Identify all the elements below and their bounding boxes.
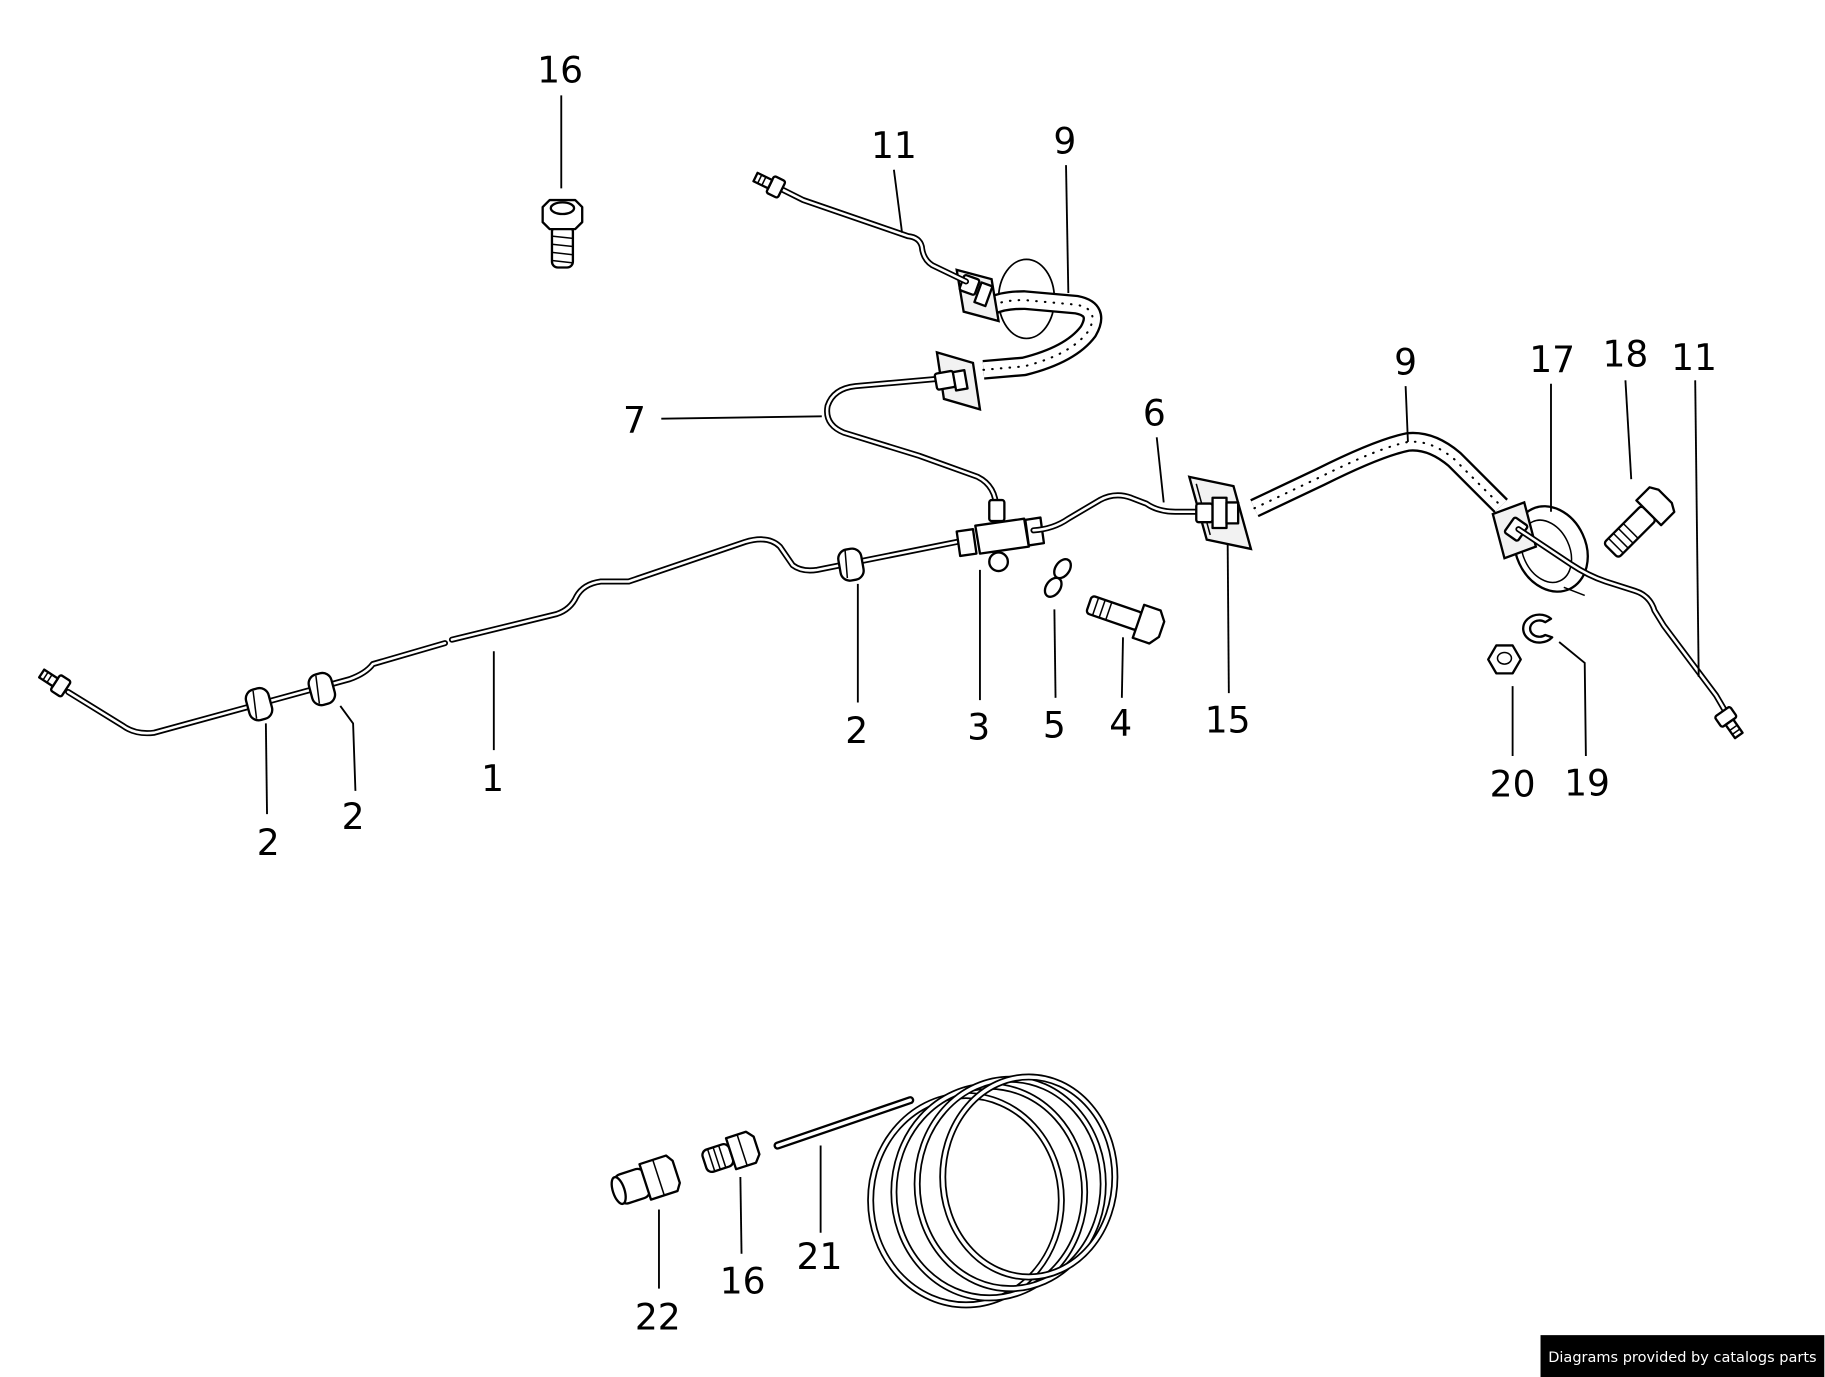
bolt-16-top bbox=[541, 198, 584, 269]
callout-4: 4 bbox=[1109, 703, 1132, 745]
callout-6: 6 bbox=[1143, 393, 1166, 435]
nut-20 bbox=[1487, 644, 1522, 675]
leader-15 bbox=[1226, 544, 1230, 694]
brake-hose-9-right bbox=[1254, 442, 1501, 509]
leader-18 bbox=[1624, 380, 1633, 480]
callout-5: 5 bbox=[1043, 704, 1066, 746]
leader-5 bbox=[1053, 609, 1057, 698]
callout-labels: 16 11 9 7 6 9 17 18 11 2 2 1 2 3 5 4 15 … bbox=[257, 50, 1717, 1339]
line-end-fitting-left bbox=[37, 668, 72, 698]
grommet-2-left bbox=[244, 686, 274, 722]
callout-3: 3 bbox=[967, 707, 990, 749]
callout-17: 17 bbox=[1529, 339, 1575, 381]
callout-9-right: 9 bbox=[1394, 341, 1417, 383]
bracket-upper-hose bbox=[933, 350, 982, 412]
leader-11-top bbox=[892, 169, 903, 233]
callout-16-bottom: 16 bbox=[720, 1260, 766, 1302]
callout-21: 21 bbox=[797, 1236, 843, 1278]
callout-2-second: 2 bbox=[342, 796, 365, 838]
callout-2-middle: 2 bbox=[845, 710, 868, 752]
clip-5 bbox=[1043, 558, 1072, 598]
watermark-text: Diagrams provided by catalogs parts bbox=[1548, 1350, 1816, 1366]
callout-1: 1 bbox=[481, 758, 504, 800]
leader-2-second bbox=[339, 705, 357, 791]
clip-19 bbox=[1522, 613, 1554, 644]
watermark-background bbox=[1540, 1335, 1825, 1377]
fitting-22 bbox=[610, 1154, 681, 1206]
leader-11-right bbox=[1694, 380, 1700, 677]
bolt-4 bbox=[1085, 595, 1166, 645]
leader-2-left bbox=[264, 723, 268, 815]
callout-18: 18 bbox=[1602, 333, 1648, 375]
leader-lines bbox=[264, 95, 1700, 1289]
callout-19: 19 bbox=[1564, 762, 1610, 804]
brake-line-6 bbox=[1033, 495, 1198, 530]
leader-16-bottom bbox=[739, 1176, 743, 1254]
leader-19 bbox=[1558, 641, 1587, 756]
callout-20: 20 bbox=[1490, 764, 1536, 806]
brake-line-1 bbox=[68, 539, 957, 733]
callout-7: 7 bbox=[623, 400, 646, 442]
leader-9-top bbox=[1065, 165, 1070, 294]
grommet-2-second bbox=[307, 671, 337, 707]
leader-6 bbox=[1155, 437, 1165, 503]
bolt-18 bbox=[1603, 486, 1676, 558]
line-end-fitting-right bbox=[1714, 706, 1744, 740]
watermark-badge: Diagrams provided by catalogs parts bbox=[1540, 1335, 1825, 1377]
tee-connector-3 bbox=[955, 498, 1046, 573]
fitting-16-bottom bbox=[701, 1130, 761, 1174]
leader-7 bbox=[661, 415, 822, 420]
leader-4 bbox=[1120, 637, 1124, 698]
grommet-2-middle bbox=[837, 547, 865, 582]
callout-2-left: 2 bbox=[257, 822, 280, 864]
pipe-coil-21 bbox=[867, 1073, 1119, 1309]
line-end-fitting-top bbox=[752, 171, 787, 199]
leader-9-right bbox=[1404, 386, 1409, 442]
callout-11-top: 11 bbox=[871, 125, 917, 167]
callout-9-top: 9 bbox=[1053, 121, 1076, 163]
callout-15: 15 bbox=[1205, 700, 1251, 742]
bracket-15 bbox=[1187, 475, 1253, 551]
callout-11-right: 11 bbox=[1671, 337, 1717, 379]
callout-16-top: 16 bbox=[537, 50, 583, 92]
callout-22: 22 bbox=[635, 1296, 681, 1338]
brake-line-11-upper bbox=[782, 190, 966, 282]
